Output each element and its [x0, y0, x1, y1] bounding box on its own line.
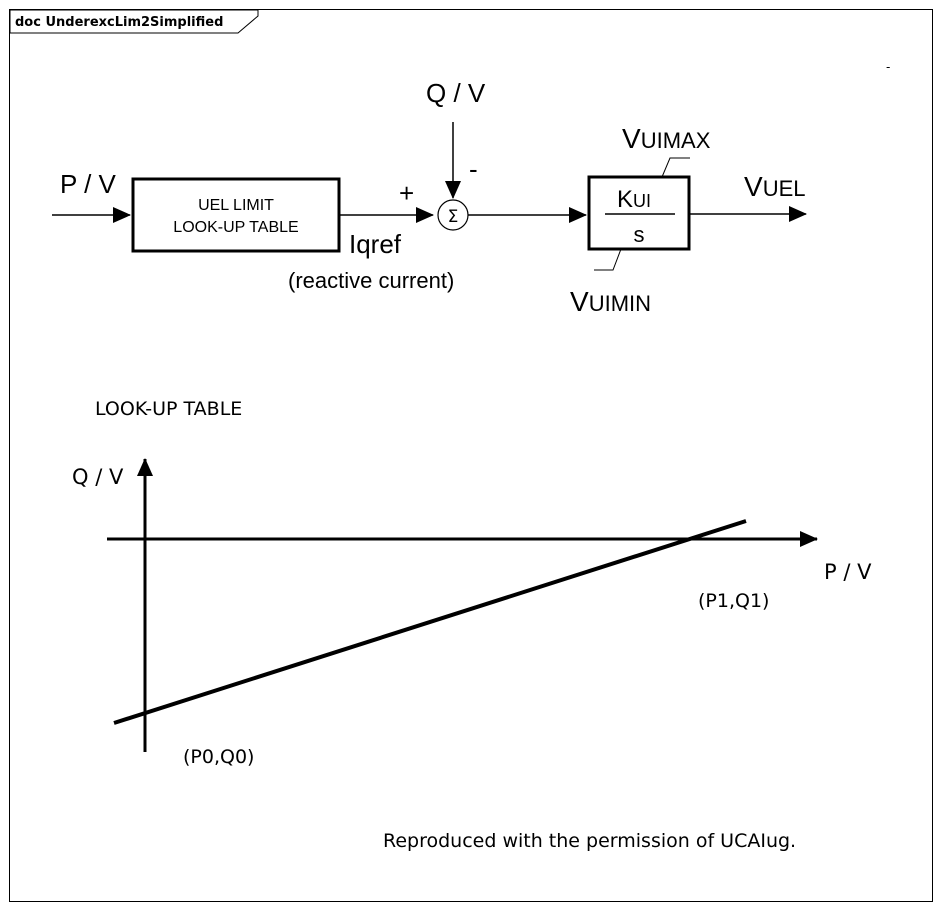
lookup-block-line1: UEL LIMIT	[198, 197, 274, 214]
output-label: VUEL	[744, 171, 805, 202]
output-label-sub: UEL	[763, 176, 806, 201]
min-limit-label: VUIMIN	[570, 286, 651, 317]
credit-text: Reproduced with the permission of UCAIug…	[383, 830, 796, 852]
min-limit-leader	[594, 248, 622, 271]
x-axis-label: P / V	[824, 560, 872, 584]
lookup-block-line2: LOOK-UP TABLE	[173, 219, 298, 236]
point0-label: (P0,Q0)	[183, 746, 254, 768]
point1-label: (P1,Q1)	[698, 590, 769, 612]
lookup-heading: LOOK-UP TABLE	[95, 398, 242, 420]
stray-mark: -	[886, 60, 890, 74]
integrator-gain-main: K	[617, 186, 633, 213]
min-limit-main: V	[570, 286, 589, 317]
iqref-label: Iqref	[349, 229, 402, 259]
minus-sign: -	[469, 154, 478, 184]
plus-sign: +	[399, 178, 414, 208]
integrator-gain-sub: UI	[633, 191, 651, 211]
max-limit-main: V	[622, 123, 641, 154]
output-label-main: V	[744, 171, 763, 202]
max-limit-sub: UIMAX	[641, 128, 711, 153]
frame-title-tab: doc UnderexcLim2Simplified	[9, 9, 259, 34]
y-axis-label: Q / V	[72, 465, 124, 489]
input-label: P / V	[60, 169, 117, 199]
frame-title: doc UnderexcLim2Simplified	[15, 15, 223, 30]
min-limit-sub: UIMIN	[589, 291, 651, 316]
feedback-label: Q / V	[426, 78, 486, 108]
max-limit-label: VUIMAX	[622, 123, 711, 154]
diagram-frame	[9, 9, 933, 902]
limit-characteristic-line	[113, 519, 747, 725]
iqref-note: (reactive current)	[288, 268, 454, 293]
lookup-table-block	[131, 177, 341, 253]
integrator-denominator: s	[634, 222, 645, 247]
max-limit-leader	[661, 157, 690, 178]
integrator-block	[587, 175, 691, 251]
integrator-gain: KUI	[617, 186, 651, 213]
sum-symbol: Σ	[448, 207, 459, 227]
